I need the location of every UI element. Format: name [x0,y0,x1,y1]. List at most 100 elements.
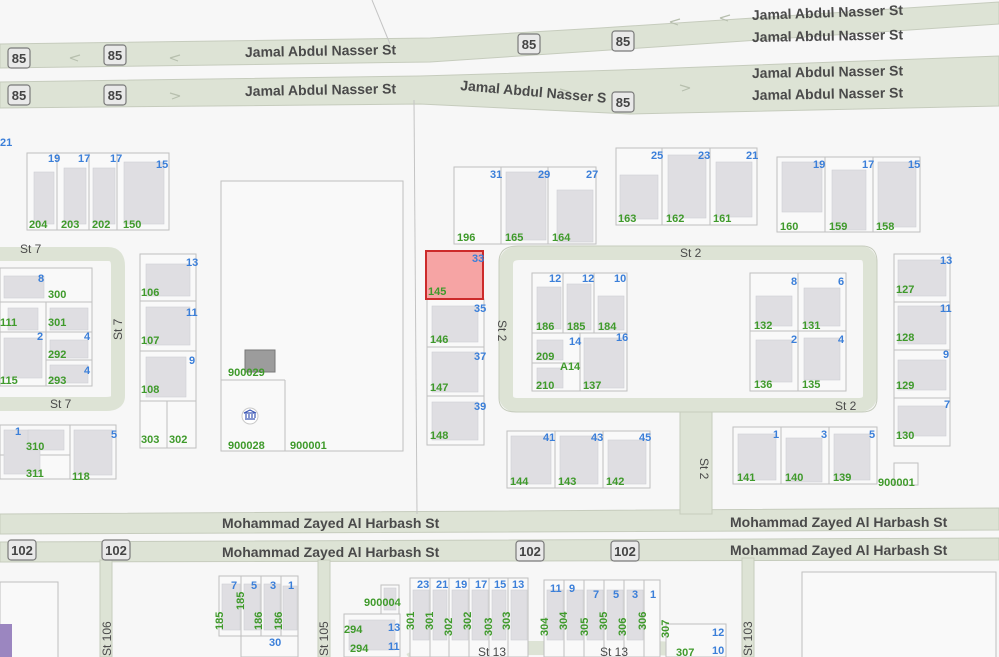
parcel-number-label: 141 [737,472,755,484]
house-number-label: 10 [712,645,724,657]
parcel-number-label: 136 [754,379,772,391]
jamal-abdul-nasser-road-south[interactable] [0,55,999,115]
house-number-label: 45 [639,432,651,444]
parcel-number-label: 311 [26,468,44,480]
parcel-number-label: 307 [676,647,694,657]
parcel[interactable] [643,579,661,657]
svg-text:102: 102 [519,544,541,559]
house-number-label: 12 [582,273,594,285]
house-number-label: 7 [593,589,599,601]
house-number-label: 7 [231,580,237,592]
st7-loop-road[interactable] [0,247,125,411]
parcel[interactable] [240,635,299,657]
house-number-label: 12 [549,273,561,285]
parcel-number-label: 301 [48,317,66,329]
house-number-label: 21 [746,150,758,162]
jamal-abdul-nasser-road-north[interactable] [0,1,999,69]
route-shield: 85 [7,47,31,69]
parcel-number-label: 303 [501,612,513,630]
label-jamal-4: Jamal Abdul Nasser St [245,80,397,99]
svg-text:85: 85 [12,51,26,66]
parcel-number-label: 186 [273,612,285,630]
label-st105: St 105 [317,621,331,656]
house-number-label: 21 [436,579,448,591]
parcel[interactable] [665,623,727,657]
large-plot-south-east[interactable] [801,571,997,657]
label-jamal-3: Jamal Abdul Nasser St [752,26,904,45]
label-jamal-1: Jamal Abdul Nasser St [245,41,397,60]
house-number-label: 29 [538,169,550,181]
st103-road[interactable] [741,557,755,657]
route-shield: 102 [101,539,131,561]
parcel-number-label: 303 [483,618,495,636]
plot-south-west[interactable] [0,581,59,657]
parcel[interactable] [893,462,919,486]
house-number-label: 8 [38,273,44,285]
house-number-label: 9 [943,349,949,361]
mohammad-zayed-road-north[interactable] [0,507,999,535]
parcel-number-label: 900001 [290,440,327,452]
highlighted-parcel[interactable] [425,250,484,300]
st2-loop-road[interactable] [499,246,877,412]
parcel-number-label: 111 [0,317,17,329]
parcel-number-label: 302 [443,618,455,636]
parcel[interactable] [166,400,197,449]
mohammad-zayed-road-south[interactable] [0,537,999,563]
parcel-number-label: 139 [833,472,851,484]
st2-connector-road[interactable] [679,409,713,515]
house-number-label: 3 [270,580,276,592]
parcel-number-label: 300 [48,289,66,301]
house-number-label: 2 [791,334,797,346]
parcel-number-label: 162 [666,213,684,225]
large-plot-900001[interactable] [220,180,404,452]
route-shield: 102 [610,540,640,562]
label-mohammad-3: Mohammad Zayed Al Harbash St [222,544,440,560]
parcel-number-label: 196 [457,232,475,244]
parcel[interactable] [453,166,502,245]
house-number-label: 5 [251,580,257,592]
route-shield: 85 [611,30,635,52]
parcel-number-label: A14 [560,361,581,373]
house-number-label: 3 [632,589,638,601]
svg-text:85: 85 [616,34,630,49]
house-number-label: 13 [388,622,400,634]
parcel-number-label: 128 [896,332,914,344]
house-number-label: 5 [613,589,619,601]
house-number-label: 4 [838,334,845,346]
house-number-label: 11 [186,307,198,319]
house-number-label: 33 [472,253,484,265]
route-shield: 85 [7,84,31,106]
house-number-label: 27 [586,169,598,181]
parcel[interactable] [139,400,168,449]
label-st2-connector: St 2 [697,458,711,480]
house-number-label: 14 [569,336,582,348]
label-st7-right: St 7 [111,318,125,340]
house-number-label: 30 [269,637,281,649]
st105-road[interactable] [317,559,331,657]
house-number-label: 10 [614,273,626,285]
svg-text:102: 102 [105,543,127,558]
parcel-number-label: 186 [253,612,265,630]
parcel-number-label: 140 [785,472,803,484]
house-number-label: 11 [550,583,562,595]
parcel-number-label: 185 [567,321,585,333]
parcel-number-label: 209 [536,351,554,363]
house-number-label: 35 [474,303,486,315]
house-number-label: 31 [490,169,502,181]
house-number-label: 5 [111,429,117,441]
parcel-number-label: 143 [558,476,576,488]
path-line-north [371,0,391,45]
parcel-number-label: 185 [214,612,226,630]
path-line [413,99,418,515]
parcel-number-label: 900028 [228,440,265,452]
government-building-icon[interactable] [241,407,259,425]
parcel-number-label: 142 [606,476,624,488]
parcel-number-label: 165 [505,232,523,244]
label-st7-bottom: St 7 [50,397,72,411]
house-number-label: 11 [940,303,952,315]
parcel-number-label: 307 [660,620,672,638]
